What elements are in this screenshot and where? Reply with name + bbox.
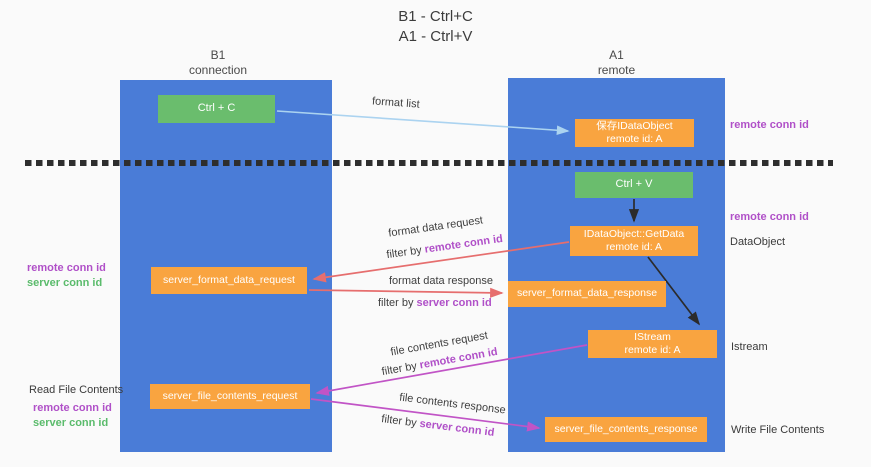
side-label-remote-conn-id-top: remote conn id [730,119,809,131]
node-istream-line1: IStream [634,330,671,343]
side-label-remote-conn-id-left1: remote conn id [27,262,106,274]
lifeline-b1-role: connection [188,62,248,77]
server-conn-id-text: server conn id [416,297,492,309]
lifeline-header-a1: A1 remote [508,48,725,77]
node-idataobject-getdata: IDataObject::GetData remote id: A [570,226,698,256]
format-data-response-arrow [308,287,504,298]
node-save-idataobject: 保存IDataObject remote id: A [575,119,694,147]
node-getdata-line1: IDataObject::GetData [583,227,685,240]
node-server-file-contents-response: server_file_contents_response [545,417,707,442]
node-server-format-data-request: server_format_data_request [151,267,307,294]
arrow-label-format-data-request: format data request [387,214,484,240]
side-label-read-file-contents: Read File Contents [29,384,124,396]
node-getdata-line2: remote id: A [605,241,663,253]
node-save-line1: 保存IDataObject [596,119,673,132]
side-label-server-conn-id-left2: server conn id [33,417,109,429]
diagram-title: B1 - Ctrl+C A1 - Ctrl+V [0,7,871,47]
lifeline-a1-name: A1 [609,48,624,62]
node-ctrl-v-label: Ctrl + V [615,178,653,191]
node-istream: IStream remote id: A [588,330,717,358]
node-server-file-contents-request: server_file_contents_request [150,384,310,409]
arrow-label-file-contents-response: file contents response [398,391,507,417]
remote-conn-id-text: remote conn id [423,232,504,256]
node-server-format-data-response: server_format_data_response [508,281,666,307]
node-fmt-req-label: server_format_data_request [163,273,295,286]
node-istream-line2: remote id: A [624,344,681,356]
lifeline-header-b1: B1 connection [120,48,316,77]
node-file-req-label: server_file_contents_request [162,389,298,402]
lifeline-b1-name: B1 [210,48,226,62]
side-label-remote-conn-id-mid: remote conn id [730,211,809,223]
node-ctrl-v: Ctrl + V [575,172,693,198]
filter-by-text: filter by [385,244,423,262]
title-line-1: B1 - Ctrl+C [398,8,473,25]
side-label-dataobject: DataObject [730,236,786,248]
side-label-server-conn-id-left1: server conn id [27,277,103,289]
arrow-label-format-list: format list [371,95,421,111]
lifeline-a1-role: remote [597,62,636,77]
node-file-res-label: server_file_contents_response [554,422,698,435]
filter-by-text: filter by [378,297,414,309]
filter-by-text: filter by [380,413,418,430]
server-conn-id-text: server conn id [418,417,495,439]
side-label-write-file-contents: Write File Contents [731,424,825,436]
side-label-istream: Istream [731,341,768,353]
node-save-line2: remote id: A [606,133,663,145]
node-ctrl-c: Ctrl + C [158,95,275,123]
title-line-2: A1 - Ctrl+V [398,27,473,45]
node-fmt-res-label: server_format_data_response [516,287,658,300]
node-ctrl-c-label: Ctrl + C [197,102,236,115]
arrow-label-format-data-response: format data response [389,275,493,287]
side-label-remote-conn-id-left2: remote conn id [33,402,112,414]
filter-by-text: filter by [380,360,418,379]
